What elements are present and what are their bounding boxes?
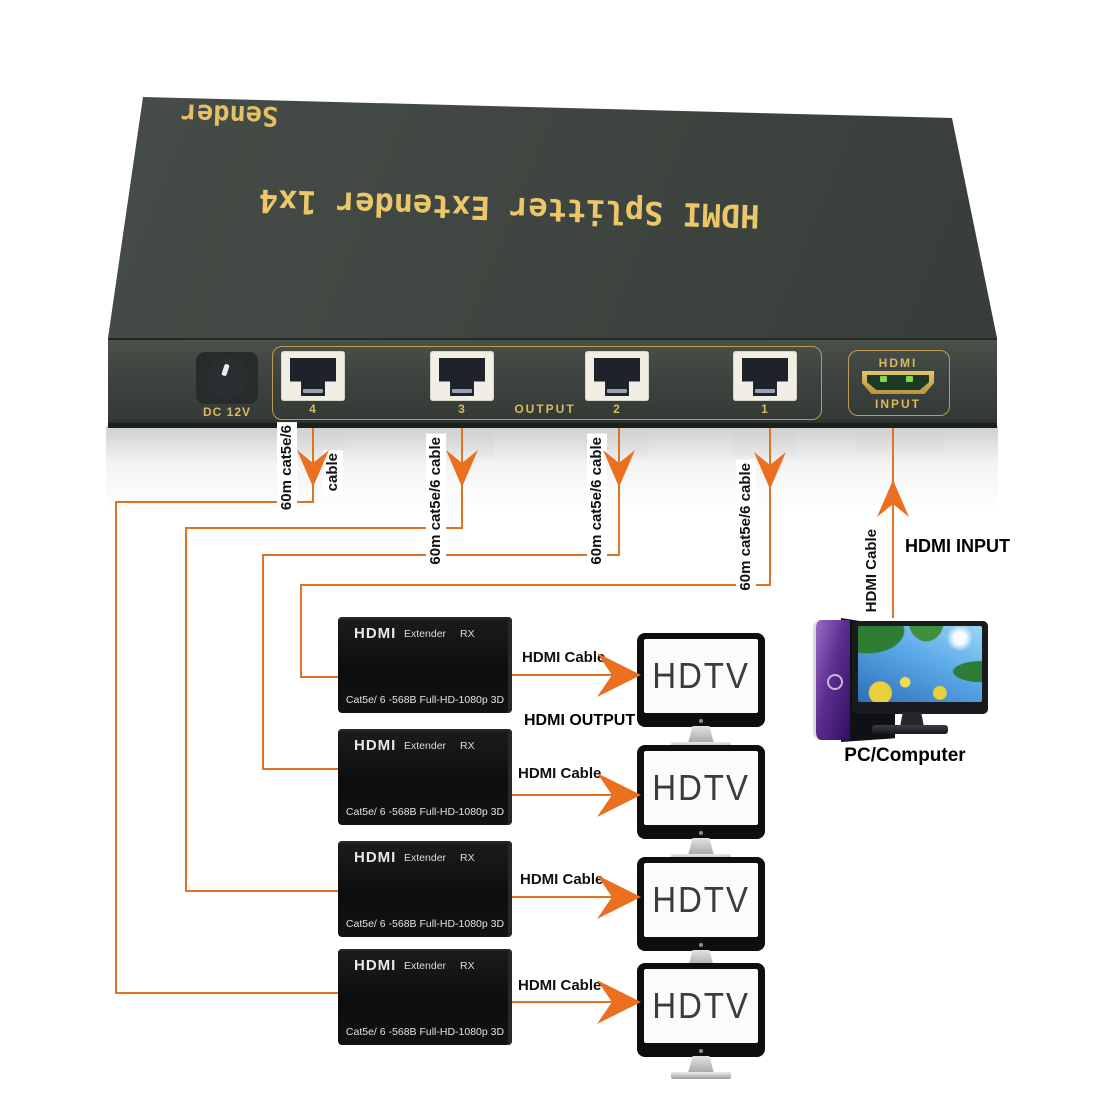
rx-type-label: Extender	[404, 960, 447, 972]
rj45-clip	[755, 389, 775, 393]
port-number-1: 1	[761, 402, 769, 416]
tv-power-dot	[699, 943, 703, 947]
rj45-port-4	[281, 351, 345, 401]
cat5-line-port4	[115, 420, 345, 994]
rx-brand-logo: HDMI	[354, 737, 397, 754]
tv-label: HDTV	[652, 985, 750, 1026]
rj45-clip	[452, 389, 472, 393]
pc-label: PC/Computer	[844, 745, 966, 766]
cat5-cable-label-1: 60m cat5e/6 cable	[736, 460, 756, 594]
tv-power-dot	[699, 831, 703, 835]
tv-frame: HDTV	[637, 857, 765, 951]
hdmi-extender-rx-4: HDMI Extender RX Cat5e/ 6 -568B Full-HD-…	[338, 949, 512, 1045]
hdmi-input-caption: HDMI INPUT	[905, 536, 1010, 556]
port-number-4: 4	[309, 402, 317, 416]
rx-type-label: Extender	[404, 740, 447, 752]
pc-monitor-base	[872, 725, 948, 734]
hdmi-extender-rx-2: HDMI Extender RX Cat5e/ 6 -568B Full-HD-…	[338, 729, 512, 825]
pc-monitor-neck	[900, 712, 924, 727]
dc-power-jack	[196, 352, 258, 404]
tv-screen: HDTV	[644, 863, 758, 937]
cat5-cable-label-2: 60m cat5e/6 cable	[587, 434, 607, 568]
hdmi-pin	[906, 376, 913, 382]
tv-stand-neck	[688, 1056, 714, 1073]
cat5-cable-label-4-line2: cable	[323, 450, 343, 495]
hdmi-output-caption: HDMI OUTPUT	[524, 712, 636, 729]
hdmi-cable-label-1: HDMI Cable	[520, 649, 608, 666]
hdmi-extender-rx-1: HDMI Extender RX Cat5e/ 6 -568B Full-HD-…	[338, 617, 512, 713]
tv-label: HDTV	[652, 767, 750, 808]
hdmi-connector-slot	[867, 375, 929, 390]
cat5-line-port3	[185, 420, 463, 892]
tv-stand-base	[671, 1072, 731, 1079]
port-number-2: 2	[613, 402, 621, 416]
rx-type-label: Extender	[404, 628, 447, 640]
pc-logo-ring	[827, 674, 843, 690]
tv-frame: HDTV	[637, 745, 765, 839]
rx-mode-label: RX	[460, 852, 475, 864]
rx-brand-logo: HDMI	[354, 625, 397, 642]
hdmi-pin	[880, 376, 887, 382]
cat5-cable-label-3: 60m cat5e/6 cable	[426, 434, 446, 568]
tv-frame: HDTV	[637, 633, 765, 727]
rx-brand-logo: HDMI	[354, 849, 397, 866]
tv-frame: HDTV	[637, 963, 765, 1057]
port-number-3: 3	[458, 402, 466, 416]
rx-mode-label: RX	[460, 740, 475, 752]
pc-tower-front	[813, 620, 850, 740]
hdmi-connector	[862, 371, 934, 394]
output-ports-outline	[272, 346, 822, 420]
pc-monitor-screen	[858, 626, 982, 702]
rj45-port-3	[430, 351, 494, 401]
tv-power-dot	[699, 1049, 703, 1053]
rj45-clip	[303, 389, 323, 393]
cat5-line-port1	[300, 420, 771, 678]
rj45-port-2	[585, 351, 649, 401]
hdmi-port-bottom-label: INPUT	[875, 397, 921, 411]
hdmi-input-port-outline	[848, 350, 950, 416]
rx-spec-label: Cat5e/ 6 -568B Full-HD-1080p 3D	[345, 694, 505, 706]
tv-stand-neck	[688, 726, 714, 743]
hdmi-cable-label-2: HDMI Cable	[516, 765, 604, 782]
rx-spec-label: Cat5e/ 6 -568B Full-HD-1080p 3D	[345, 1026, 505, 1038]
rx-mode-label: RX	[460, 628, 475, 640]
tv-screen: HDTV	[644, 639, 758, 713]
device-reflection	[106, 426, 998, 522]
hdmi-cable-label-3: HDMI Cable	[518, 871, 606, 888]
tv-label: HDTV	[652, 879, 750, 920]
sender-label: Sender	[180, 97, 279, 132]
rx-mode-label: RX	[460, 960, 475, 972]
hdmi-cable-label-4: HDMI Cable	[516, 977, 604, 994]
tv-screen: HDTV	[644, 751, 758, 825]
hdmi-port-top-label: HDMI	[878, 356, 918, 370]
tv-stand-neck	[688, 950, 714, 967]
rx-spec-label: Cat5e/ 6 -568B Full-HD-1080p 3D	[345, 918, 505, 930]
port-reflection	[855, 428, 943, 456]
rx-type-label: Extender	[404, 852, 447, 864]
dc-label: DC 12V	[202, 405, 252, 419]
hdmi-extender-rx-3: HDMI Extender RX Cat5e/ 6 -568B Full-HD-…	[338, 841, 512, 937]
tv-stand-neck	[688, 838, 714, 855]
cat5-cable-label-4-line1: 60m cat5e/6	[277, 422, 297, 514]
pc-monitor	[852, 621, 988, 734]
hdmi-cable-label-input: HDMI Cable	[862, 526, 882, 616]
rx-spec-label: Cat5e/ 6 -568B Full-HD-1080p 3D	[345, 806, 505, 818]
tv-label: HDTV	[652, 655, 750, 696]
output-label: OUTPUT	[514, 402, 576, 416]
cat5-line-port2	[262, 420, 620, 770]
tv-power-dot	[699, 719, 703, 723]
rj45-port-1	[733, 351, 797, 401]
rx-brand-logo: HDMI	[354, 957, 397, 974]
tv-screen: HDTV	[644, 969, 758, 1043]
rj45-clip	[607, 389, 627, 393]
